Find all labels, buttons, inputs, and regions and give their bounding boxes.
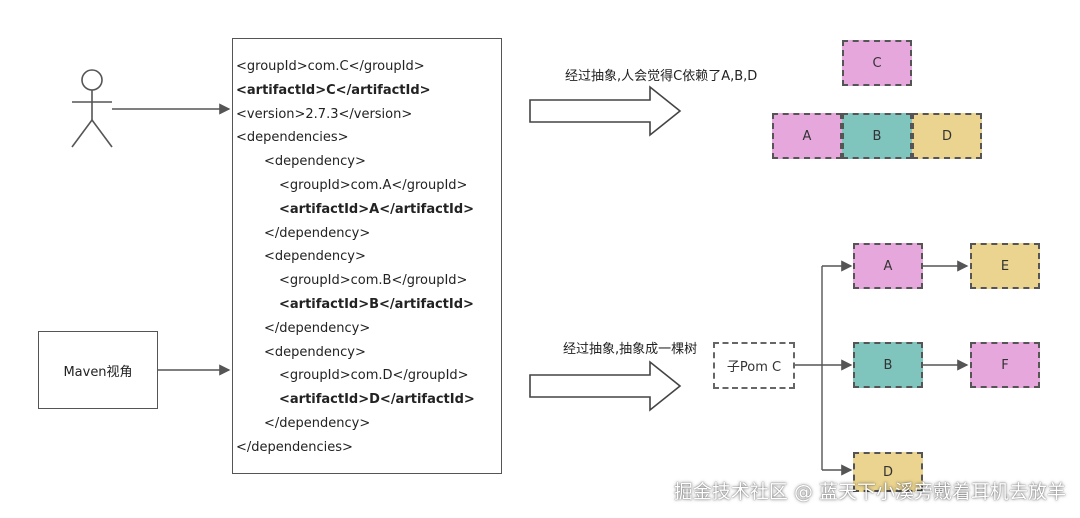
tree-root-node: 子Pom C [713,342,795,389]
pom-code-line: <version>2.7.3</version> [236,106,413,122]
maven-caption: 经过抽象,抽象成一棵树 [563,342,698,357]
pom-code-line: <groupId>com.B</groupId> [279,273,468,289]
human-node-d: D [912,113,982,159]
node-label: D [941,128,952,144]
node-label: 子Pom C [726,360,782,375]
maven-abstraction-arrow [529,360,682,412]
pom-code-line: <artifactId>C</artifactId> [236,82,431,98]
tree-node-e: E [970,243,1040,289]
human-node-b: B [842,113,912,159]
pom-code-line: </dependency> [264,320,371,336]
pom-code-line: <groupId>com.A</groupId> [279,178,468,193]
tree-node-d: D [853,452,923,492]
node-label: F [1001,357,1009,373]
human-caption: 经过抽象,人会觉得C依赖了A,B,D [565,69,758,84]
pom-code-line: <dependency> [264,154,366,170]
node-label: E [1000,258,1010,274]
node-label: C [872,55,882,71]
maven-label: Maven视角 [63,364,133,380]
pom-code-line: </dependency> [264,416,371,431]
tree-node-f: F [970,342,1040,388]
pom-code-line: <artifactId>A</artifactId> [279,201,475,217]
node-label: A [802,128,812,144]
pom-code-line: <dependencies> [236,130,349,146]
node-label: D [882,464,893,480]
tree-node-b: B [853,342,923,388]
human-abstraction-arrow [529,85,682,137]
pom-code-line: </dependency> [264,225,371,241]
node-label: A [883,258,893,274]
pom-code-line: <artifactId>D</artifactId> [279,392,475,408]
maven-perspective-box: Maven视角 [38,331,158,409]
pom-code-line: <dependency> [264,344,366,360]
node-label: B [883,357,893,373]
human-node-a: A [772,113,842,159]
pom-code-line: <groupId>com.C</groupId> [236,59,425,74]
pom-code-box: <groupId>com.C</groupId> <artifactId>C</a… [232,38,502,474]
pom-code-line: </dependencies> [236,439,353,455]
node-label: B [872,128,882,144]
tree-node-a: A [853,243,923,289]
pom-code-line: <artifactId>B</artifactId> [279,297,474,312]
watermark-text: 掘金技术社区 @ 蓝天下小溪旁戴着耳机去放羊 [673,481,1066,503]
pom-code-line: <dependency> [264,249,366,265]
person-icon [71,69,113,148]
pom-code-line: <groupId>com.D</groupId> [279,368,469,384]
human-node-c: C [842,40,912,86]
